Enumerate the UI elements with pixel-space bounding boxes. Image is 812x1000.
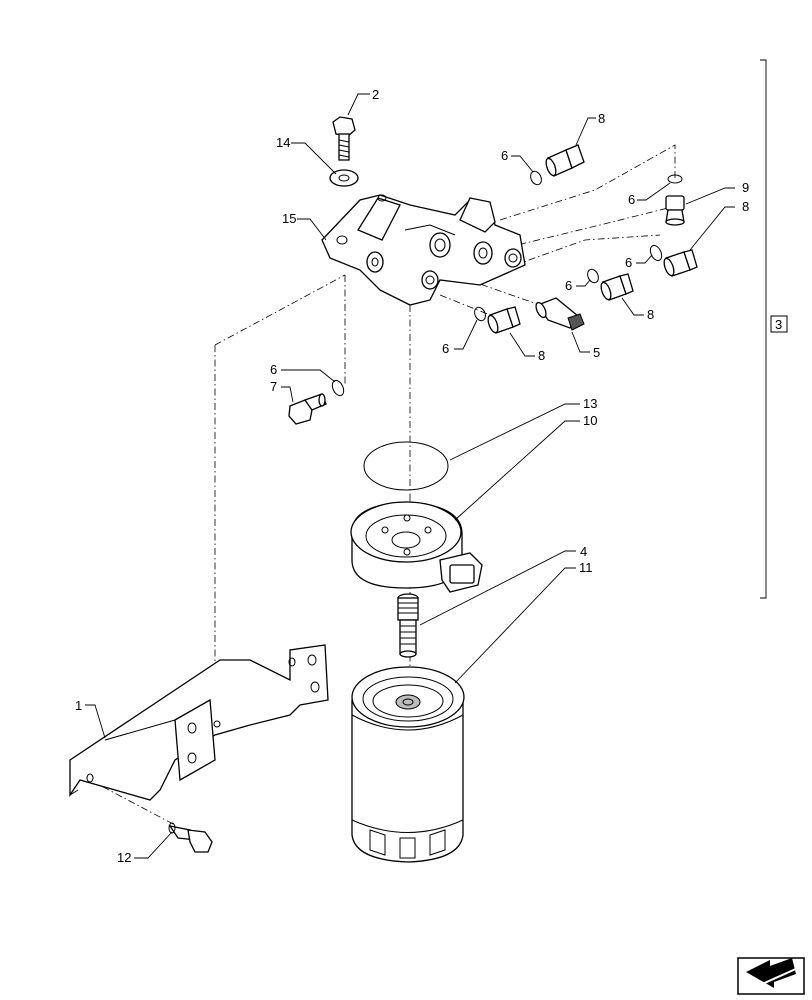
seal-ring-part — [363, 441, 449, 491]
fitting-right — [663, 249, 698, 277]
callout-13: 13 — [583, 396, 597, 411]
washer-part — [329, 169, 359, 187]
bracket-part — [69, 644, 329, 801]
callout-4: 4 — [580, 544, 587, 559]
callout-9: 9 — [742, 180, 749, 195]
flange-bolt-part — [168, 822, 213, 853]
callout-14: 14 — [276, 135, 290, 150]
next-page-arrow-icon[interactable] — [737, 957, 805, 995]
callout-10: 10 — [583, 413, 597, 428]
callout-6-middle: 6 — [565, 278, 572, 293]
callout-7: 7 — [270, 379, 277, 394]
fitting-lower — [487, 306, 521, 334]
threaded-nipple-part — [397, 593, 419, 658]
callout-1: 1 — [75, 698, 82, 713]
callout-12: 12 — [117, 850, 131, 865]
drain-plug-part — [288, 393, 327, 425]
fitting-middle — [600, 273, 634, 301]
callout-8-middle: 8 — [647, 307, 654, 322]
callout-8-lower: 8 — [538, 348, 545, 363]
group-bracket — [760, 59, 788, 599]
sensor-part — [535, 297, 585, 331]
callout-11: 11 — [579, 560, 593, 575]
callout-6-top-left: 6 — [501, 148, 508, 163]
top-bolt-part — [332, 116, 356, 161]
callout-6-lower: 6 — [442, 341, 449, 356]
callout-8-right: 8 — [742, 199, 749, 214]
callout-labels: 1 2 3 4 5 6 6 6 6 6 6 7 8 8 8 8 9 10 11 … — [75, 87, 782, 865]
callout-15: 15 — [282, 211, 296, 226]
callout-5: 5 — [593, 345, 600, 360]
plug-part — [665, 195, 685, 226]
leader-lines — [85, 93, 735, 859]
callout-2: 2 — [372, 87, 379, 102]
fitting-top — [545, 144, 585, 177]
filter-adapter-part — [350, 501, 483, 593]
callout-3: 3 — [775, 317, 782, 332]
callout-6-left: 6 — [270, 362, 277, 377]
callout-6-top-right: 6 — [628, 192, 635, 207]
callout-6-right: 6 — [625, 255, 632, 270]
callout-8-top: 8 — [598, 111, 605, 126]
filter-head-part — [321, 194, 526, 306]
filter-cartridge-part — [351, 666, 465, 863]
